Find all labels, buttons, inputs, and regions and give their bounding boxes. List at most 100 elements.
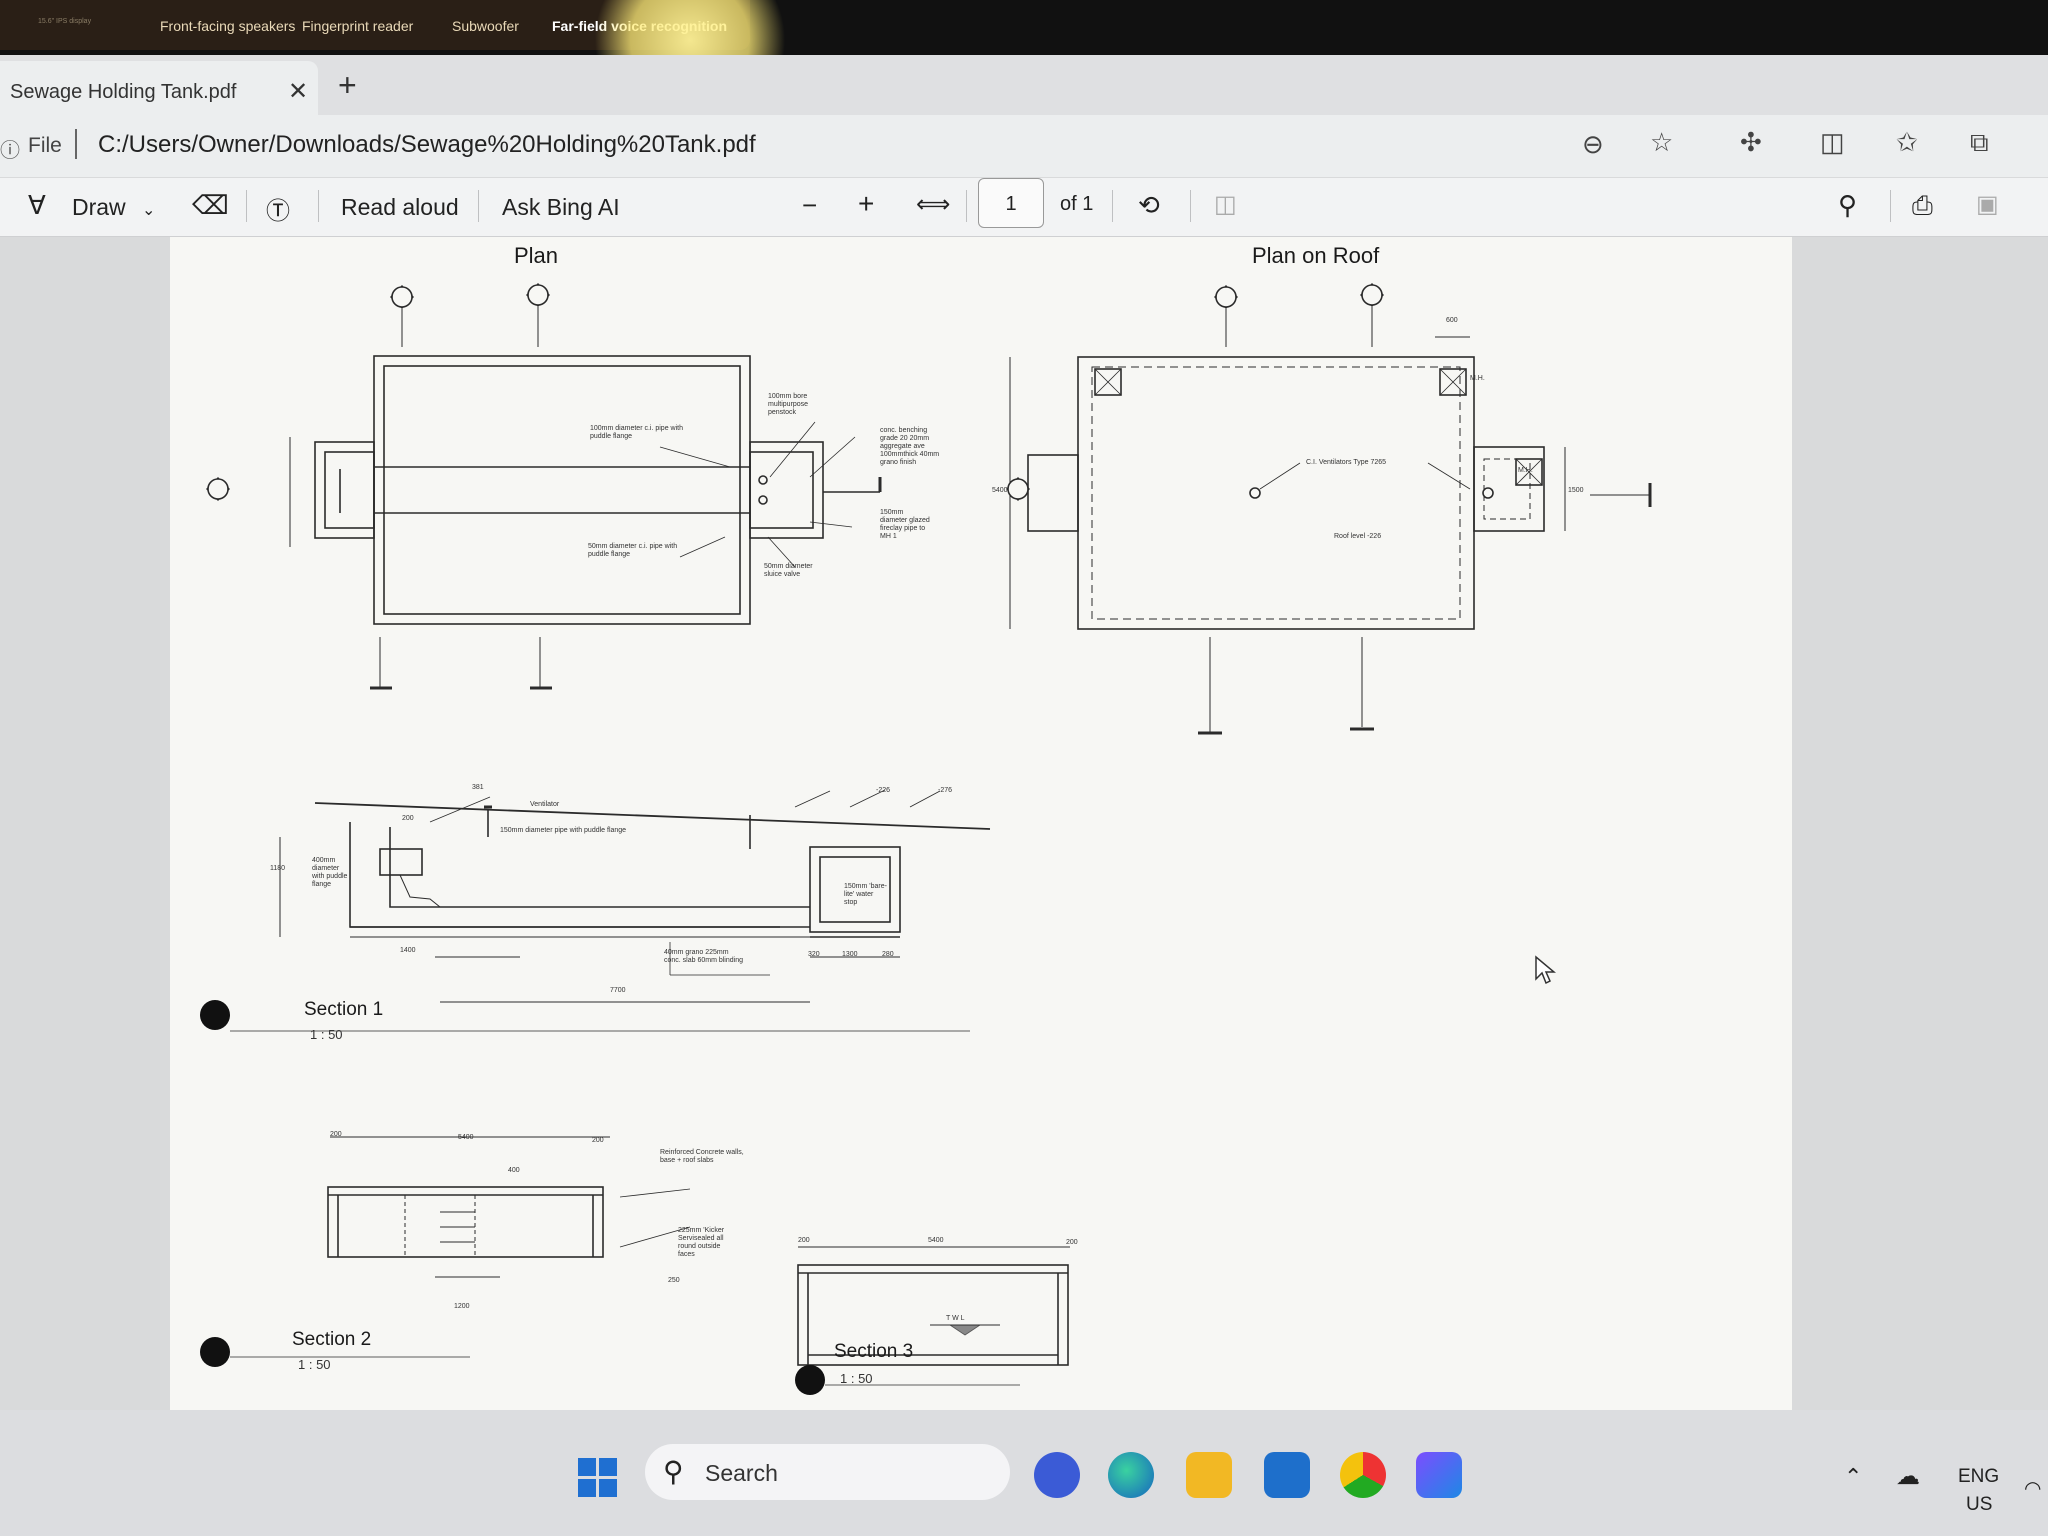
dim-200-s2a: 200 [330, 1131, 342, 1138]
tab-sewage-pdf[interactable]: Sewage Holding Tank.pdf ✕ [0, 61, 318, 115]
section-3-scale: 1 : 50 [840, 1371, 873, 1386]
plan-title: Plan [514, 243, 559, 268]
dim-5400-s2: 5400 [458, 1134, 474, 1141]
draw-button[interactable]: Draw [72, 194, 126, 220]
feature-fingerprint: Fingerprint reader [302, 18, 414, 34]
note-pipe400: 400mm diameter with puddle flange [312, 857, 348, 888]
wifi-icon[interactable]: ◠ [2024, 1478, 2042, 1500]
zoom-out-icon[interactable]: ⊖ [1582, 129, 1604, 159]
toolbar-divider [478, 190, 479, 222]
feature-speakers: Front-facing speakers [160, 18, 296, 34]
file-explorer-icon[interactable] [1186, 1452, 1232, 1498]
ask-ai-button[interactable]: Ask Bing AI [502, 194, 620, 220]
note-pipe50: 50mm diameter c.i. pipe with puddle flan… [588, 543, 678, 558]
dim-226: -226 [876, 787, 891, 794]
section-3-label: Section 3 [834, 1341, 914, 1362]
note-ventilators: C.I. Ventilators Type 7265 [1306, 459, 1387, 466]
info-icon[interactable]: ⓘ [0, 140, 20, 162]
favorites-icon[interactable]: ✩ [1896, 127, 1918, 157]
favorite-star-icon[interactable]: ☆ [1650, 127, 1674, 157]
extensions-icon[interactable]: ✣ [1740, 127, 1762, 157]
address-bar: ⓘ File C:/Users/Owner/Downloads/Sewage%2… [0, 115, 2048, 177]
feature-subwoofer: Subwoofer [452, 18, 519, 34]
pdf-toolbar: ∀ Draw ⌄ ⌫ Ⓣ Read aloud Ask Bing AI − + … [0, 178, 2048, 237]
onedrive-cloud-icon[interactable]: ☁ [1896, 1463, 1920, 1490]
section-2-scale: 1 : 50 [298, 1357, 331, 1372]
dim-1200: 1200 [454, 1303, 470, 1310]
dim-5400-s3: 5400 [928, 1237, 944, 1244]
toolbar-divider [246, 190, 247, 222]
toolbar-divider [1190, 190, 1191, 222]
section-1-view [200, 789, 991, 1032]
dim-1400: 1400 [400, 947, 416, 954]
chat-app-icon[interactable] [1034, 1452, 1080, 1498]
search-icon: ⚲ [663, 1456, 684, 1487]
dim-400: 400 [508, 1167, 520, 1174]
dim-280: 280 [882, 951, 894, 958]
collections-icon[interactable]: ⧉ [1970, 127, 1989, 157]
dim-320: 320 [808, 951, 820, 958]
eraser-icon[interactable]: ⌫ [192, 190, 229, 220]
taskbar-search[interactable]: ⚲ Search [645, 1444, 1010, 1500]
dim-276: -276 [938, 787, 953, 794]
note-sluice: 50mm diameter sluice valve [764, 563, 813, 578]
dim-200-s3b: 200 [1066, 1239, 1078, 1246]
search-icon[interactable]: ⚲ [1838, 190, 1858, 220]
dim-200-s3a: 200 [798, 1237, 810, 1244]
plan-view [206, 283, 882, 690]
dim-1500: 1500 [1568, 487, 1584, 494]
dim-1180: 1180 [270, 865, 286, 872]
edge-browser-icon[interactable] [1108, 1452, 1154, 1498]
scheme-label: File [28, 134, 62, 157]
copilot-app-icon[interactable] [1416, 1452, 1462, 1498]
page-count: of 1 [1060, 193, 1094, 215]
section-2-label: Section 2 [292, 1329, 372, 1350]
note-twl: T W L [946, 1315, 965, 1322]
rotate-icon[interactable]: ⟲ [1138, 190, 1160, 220]
draw-icon[interactable]: ∀ [28, 190, 46, 220]
note-ventilator: Ventilator [530, 801, 560, 808]
print-icon[interactable]: ⎙ [1912, 190, 1933, 220]
dim-200-s1: 200 [402, 815, 414, 822]
chevron-down-icon[interactable]: ⌄ [142, 202, 156, 219]
zoom-out-button[interactable]: − [802, 190, 818, 220]
url-field[interactable]: C:/Users/Owner/Downloads/Sewage%20Holdin… [98, 131, 756, 158]
chrome-browser-icon[interactable] [1340, 1452, 1386, 1498]
dim-7700: 7700 [610, 987, 626, 994]
note-roof-level: Roof level -226 [1334, 533, 1382, 540]
dim-200-s2b: 200 [592, 1137, 604, 1144]
language-bottom[interactable]: US [1966, 1494, 1993, 1515]
roof-plan-title: Plan on Roof [1252, 243, 1380, 268]
feature-display: 15.6" IPS display [38, 18, 92, 25]
note-layers: 40mm grano 225mm conc. slab 60mm blindin… [664, 949, 743, 964]
page-view-icon[interactable]: ◫ [1214, 191, 1237, 218]
text-box-icon[interactable]: Ⓣ [266, 198, 290, 225]
read-aloud-button[interactable]: Read aloud [341, 194, 459, 220]
section-2-view [200, 1136, 691, 1367]
page-number-input[interactable]: 1 [978, 178, 1044, 228]
toolbar-divider [318, 190, 319, 222]
note-penstock: 100mm bore multipurpose penstock [768, 393, 809, 416]
note-benching: conc. benching grade 20 20mm aggregate a… [880, 427, 940, 466]
zoom-in-button[interactable]: + [858, 188, 875, 219]
page-number: 1 [1005, 193, 1017, 215]
mail-app-icon[interactable] [1264, 1452, 1310, 1498]
toolbar-divider [1112, 190, 1113, 222]
search-label: Search [705, 1460, 778, 1486]
chevron-up-icon[interactable]: ⌃ [1844, 1464, 1863, 1489]
new-tab-button[interactable]: + [338, 67, 357, 103]
section-1-scale: 1 : 50 [310, 1027, 343, 1042]
save-icon[interactable]: ▣ [1976, 191, 1999, 218]
address-divider [75, 129, 77, 159]
language-top[interactable]: ENG [1958, 1466, 2000, 1487]
technical-drawing [200, 283, 1652, 1395]
note-kicker: 225mm 'Kicker Servisealed all round outs… [678, 1227, 725, 1258]
dim-381: 381 [472, 784, 484, 791]
windows-start-icon[interactable] [578, 1458, 618, 1498]
dim-1300: 1300 [842, 951, 858, 958]
tab-title: Sewage Holding Tank.pdf [10, 81, 237, 103]
close-tab-icon[interactable]: ✕ [288, 78, 309, 105]
mh-label-1: M.H. [1470, 375, 1485, 382]
split-screen-icon[interactable]: ◫ [1820, 127, 1845, 157]
fit-width-icon[interactable]: ⟺ [916, 191, 951, 218]
